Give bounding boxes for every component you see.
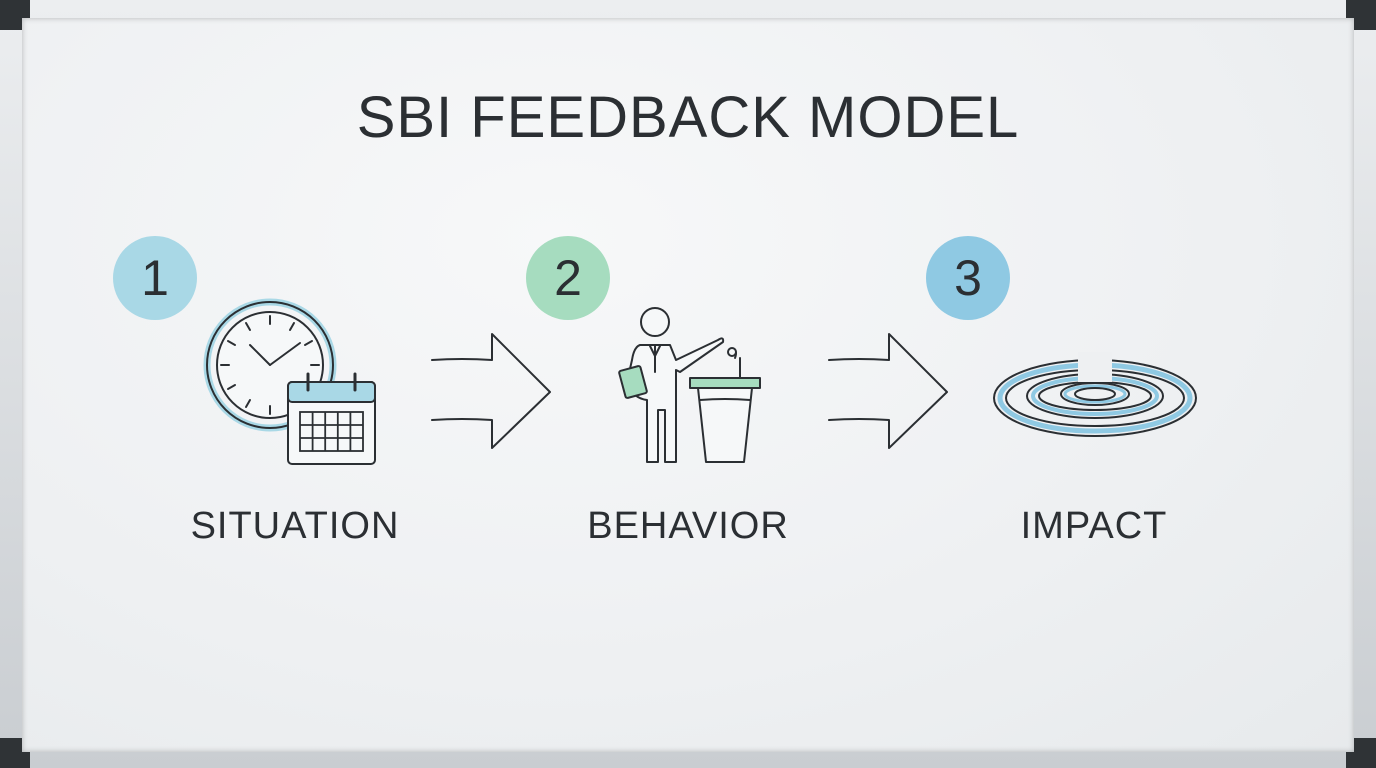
step-number-badge: 3 [926,236,1010,320]
step-label: SITUATION [190,505,400,547]
diagram-title: SBI FEEDBACK MODEL [356,85,1020,150]
step-label: IMPACT [1020,505,1168,547]
clock-calendar-icon [203,298,376,465]
step-number-badge: 2 [526,236,610,320]
presenter-podium-icon [618,307,761,463]
arrow-right-icon [828,333,948,449]
ripple-icon [993,352,1197,437]
step-label: BEHAVIOR [587,505,789,547]
arrow-right-icon [431,333,551,449]
step-number-badge: 1 [113,236,197,320]
